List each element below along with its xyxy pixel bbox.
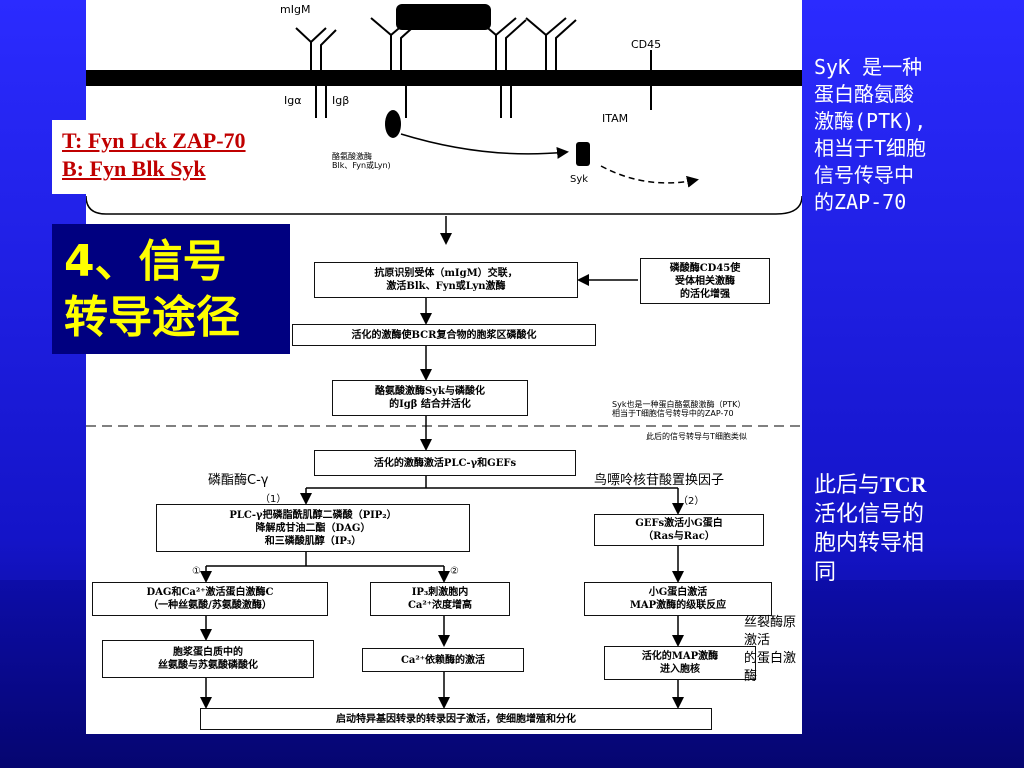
- b-cell-kinases: B: Fyn Blk Syk: [62, 156, 206, 181]
- slide-title-line2: 转导途径: [64, 292, 240, 343]
- slide-title: 4、信号 转导途径: [52, 224, 290, 354]
- box-map-cascade: 小G蛋白激活 MAP激酶的级联反应: [584, 582, 772, 616]
- syk-note: SyK 是一种 蛋白酪氨酸 激酶(PTK), 相当于T细胞 信号传导中 的ZAP…: [814, 55, 927, 214]
- box-calcium-dependent-enzyme: Ca²⁺依赖酶的激活: [362, 648, 524, 672]
- tcr-note-prefix: 此后与: [814, 473, 881, 498]
- box-transcription-activation: 启动特异基因转录的转录因子激活，使细胞增殖和分化: [200, 708, 712, 730]
- box-map-nucleus: 活化的MAP激酶 进入胞核: [604, 646, 756, 680]
- tcr-note-rest: 活化信号的 胞内转导相 同: [814, 502, 925, 585]
- antigen-block: [396, 4, 491, 30]
- receptor-shapes: [295, 17, 652, 118]
- migm-label: mIgM: [280, 3, 311, 16]
- syk-shape: [576, 142, 590, 166]
- box-antigen-crosslink: 抗原识别受体（mIgM）交联， 激活Blk、Fyn或Lyn激酶: [314, 262, 578, 298]
- overlay-plc-label: 磷酯酶C-γ: [208, 473, 269, 488]
- box-ser-thr-phosphorylation: 胞浆蛋白质中的 丝氨酸与苏氨酸磷酸化: [102, 640, 314, 678]
- kinase-shape: [385, 110, 401, 138]
- overlay-map-label: 丝裂酶原激活 的蛋白激酶: [744, 615, 797, 684]
- box-dag-pkc: DAG和Ca²⁺激活蛋白激酶C （一种丝氨酸/苏氨酸激酶）: [92, 582, 328, 616]
- overlay-gef-label: 鸟嘌呤核苷酸置换因子: [594, 473, 725, 488]
- tcr-note: 此后与TCR 活化信号的 胞内转导相 同: [814, 470, 1014, 587]
- branch-2-label: （2）: [678, 496, 705, 507]
- cell-membrane: [86, 70, 802, 86]
- t-cell-kinases: T: Fyn Lck ZAP-70: [62, 128, 246, 153]
- box-syk-binding: 酪氨酸激酶Syk与磷酸化 的Igβ 结合并活化: [332, 380, 528, 416]
- box-gef-small-g: GEFs激活小G蛋白 （Ras与Rac）: [594, 514, 764, 546]
- signal-pathway-figure: mIgM CD45 Igα Igβ ITAM 酪氨酸激酶 Blk、Fyn或Lyn…: [86, 0, 802, 734]
- box-plc-pip2-cleavage: PLC-γ把磷脂酰肌醇二磷酸（PIP₂） 降解成甘油二酯（DAG） 和三磷酸肌醇…: [156, 504, 470, 552]
- igb-label: Igβ: [332, 94, 350, 107]
- itam-label: ITAM: [602, 112, 629, 125]
- box-plc-gef-activation: 活化的激酶激活PLC-γ和GEFs: [314, 450, 576, 476]
- slide-title-line1: 4、信号: [64, 236, 227, 287]
- tb-kinase-box: T: Fyn Lck ZAP-70 B: Fyn Blk Syk: [52, 120, 316, 194]
- iga-label: Igα: [284, 94, 302, 107]
- tcr-note-tcr: TCR: [880, 472, 927, 497]
- box-bcr-phosphorylation: 活化的激酶使BCR复合物的胞浆区磷酸化: [292, 324, 596, 346]
- sub-branch-1-label: ①: [192, 566, 201, 577]
- sub-branch-2-label: ②: [450, 566, 459, 577]
- box-ip3-calcium: IP₃刺激胞内 Ca²⁺浓度增高: [370, 582, 510, 616]
- tyrosine-kinase-label: 酪氨酸激酶 Blk、Fyn或Lyn): [332, 152, 391, 170]
- cytoplasm-outline: [86, 195, 802, 215]
- after-side-note: 此后的信号转导与T细胞类似: [646, 432, 747, 441]
- pathway-diagram-lines: [86, 4, 802, 709]
- cd45-label: CD45: [631, 38, 662, 51]
- syk-label: Syk: [570, 174, 589, 185]
- branch-1-label: （1）: [260, 494, 287, 505]
- box-cd45-phosphatase: 磷酸酶CD45使 受体相关激酶 的活化增强: [640, 258, 770, 304]
- syk-side-note: Syk也是一种蛋白酪氨酸激酶（PTK） 相当于T细胞信号转导中的ZAP-70: [612, 400, 746, 418]
